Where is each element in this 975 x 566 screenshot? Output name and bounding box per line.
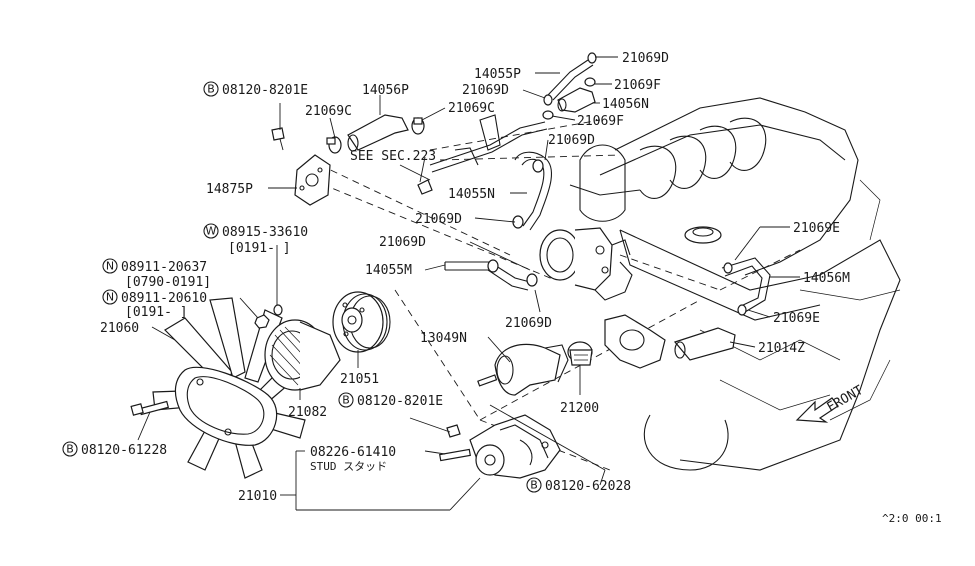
hose-14055N	[512, 151, 553, 231]
water-pump-21010	[469, 414, 561, 479]
clamp-21069C-2	[411, 117, 425, 135]
label-14055N: 14055N	[448, 187, 495, 202]
clamp-21069C-1	[326, 136, 342, 154]
engine-block-illustration	[569, 97, 901, 471]
label-reference-code: ^2:0 00:1	[882, 512, 942, 525]
water-outlet-13049N	[494, 343, 569, 396]
callout-leader-lines	[137, 56, 800, 511]
water-connector-14875P	[294, 154, 331, 206]
label-21069F-2: 21069F	[577, 114, 624, 129]
bolt-prefix-marker-left: B	[62, 441, 78, 457]
label-14055M: 14055M	[365, 263, 412, 278]
nut-prefix-marker-1: N	[102, 258, 118, 274]
label-14055P: 14055P	[474, 67, 521, 82]
washer-08915-33610	[273, 304, 283, 316]
label-21069D-3: 21069D	[548, 133, 595, 148]
label-21069C-2: 21069C	[448, 101, 495, 116]
label-stud: STUD スタッド	[310, 460, 387, 473]
bolt-prefix-marker-top: B	[203, 81, 219, 97]
prefix-letter-b: B	[66, 443, 74, 456]
bolt-08120-8201E-mid	[446, 424, 461, 438]
label-see-sec-223: SEE SEC.223	[350, 149, 436, 164]
label-08226-61410: 08226-61410	[310, 445, 396, 460]
label-08915-33610-range: [0191- ]	[228, 241, 291, 256]
prefix-letter-b: B	[207, 83, 215, 96]
clamp-21069F-2	[542, 110, 554, 120]
label-08120-61228: 08120-61228	[81, 443, 167, 458]
label-front: FRONT	[825, 383, 867, 416]
label-14056P: 14056P	[362, 83, 409, 98]
hose-14055P	[543, 52, 597, 106]
label-21069D-5: 21069D	[379, 235, 426, 250]
label-13049N: 13049N	[420, 331, 467, 346]
prefix-letter-w: W	[206, 225, 217, 238]
label-21069C-1: 21069C	[305, 104, 352, 119]
clamp-21069F-1	[584, 77, 596, 87]
bolt-prefix-marker-mid: B	[338, 392, 354, 408]
label-08911-20637-range: [0790-0191]	[125, 275, 211, 290]
label-21069D-4: 21069D	[415, 212, 462, 227]
hose-14055M	[444, 259, 538, 291]
hose-14056M	[721, 257, 771, 316]
label-21051: 21051	[340, 372, 379, 387]
label-08120-8201E-top: 08120-8201E	[222, 83, 308, 98]
label-14875P: 14875P	[206, 182, 253, 197]
water-inlet-housing	[539, 227, 633, 301]
prefix-letter-n: N	[106, 291, 114, 304]
bolt-08120-8201E-top	[271, 127, 285, 151]
pulley-21051	[332, 291, 391, 353]
stud-08226-61410	[439, 448, 471, 462]
label-14056M: 14056M	[803, 271, 850, 286]
label-08911-20610: 08911-20610	[121, 291, 207, 306]
label-08911-20637: 08911-20637	[121, 260, 207, 275]
prefix-letter-n: N	[106, 260, 114, 273]
reference-leader-lines	[299, 119, 801, 471]
label-21060: 21060	[100, 321, 139, 336]
label-21069D-top: 21069D	[622, 51, 669, 66]
label-21069E-1: 21069E	[793, 221, 840, 236]
label-21069D-6: 21069D	[505, 316, 552, 331]
water-pipe-assembly	[399, 114, 548, 195]
nut-08911-20610	[254, 314, 270, 329]
hose-14056P	[347, 114, 409, 152]
hose-21014Z	[673, 327, 736, 361]
bolt-13049N	[477, 374, 498, 387]
label-21069E-2: 21069E	[773, 311, 820, 326]
hose-14056N	[557, 87, 596, 113]
washer-prefix-marker: W	[203, 223, 219, 239]
fan-clutch-21082	[264, 319, 341, 391]
label-08120-8201E-mid: 08120-8201E	[357, 394, 443, 409]
label-14056N: 14056N	[602, 97, 649, 112]
bolt-08120-61228	[130, 400, 170, 416]
label-21200: 21200	[560, 401, 599, 416]
nut-prefix-marker-2: N	[102, 289, 118, 305]
label-08915-33610: 08915-33610	[222, 225, 308, 240]
label-21082: 21082	[288, 405, 327, 420]
bolt-prefix-marker-bottom: B	[526, 477, 542, 493]
prefix-letter-b: B	[342, 394, 350, 407]
label-21010: 21010	[238, 489, 277, 504]
callout-labels: 21069D 14055P 21069D 21069F 14056N 21069…	[62, 51, 942, 525]
label-21069F-1: 21069F	[614, 78, 661, 93]
label-21014Z: 21014Z	[758, 341, 805, 356]
thermostat-21200	[567, 341, 593, 366]
prefix-letter-b: B	[530, 479, 538, 492]
front-direction-arrow	[795, 397, 839, 423]
thermostat-gasket	[604, 314, 666, 369]
label-21069D-2: 21069D	[462, 83, 509, 98]
label-08120-62028: 08120-62028	[545, 479, 631, 494]
label-08911-20610-range: [0191- ]	[125, 305, 188, 320]
